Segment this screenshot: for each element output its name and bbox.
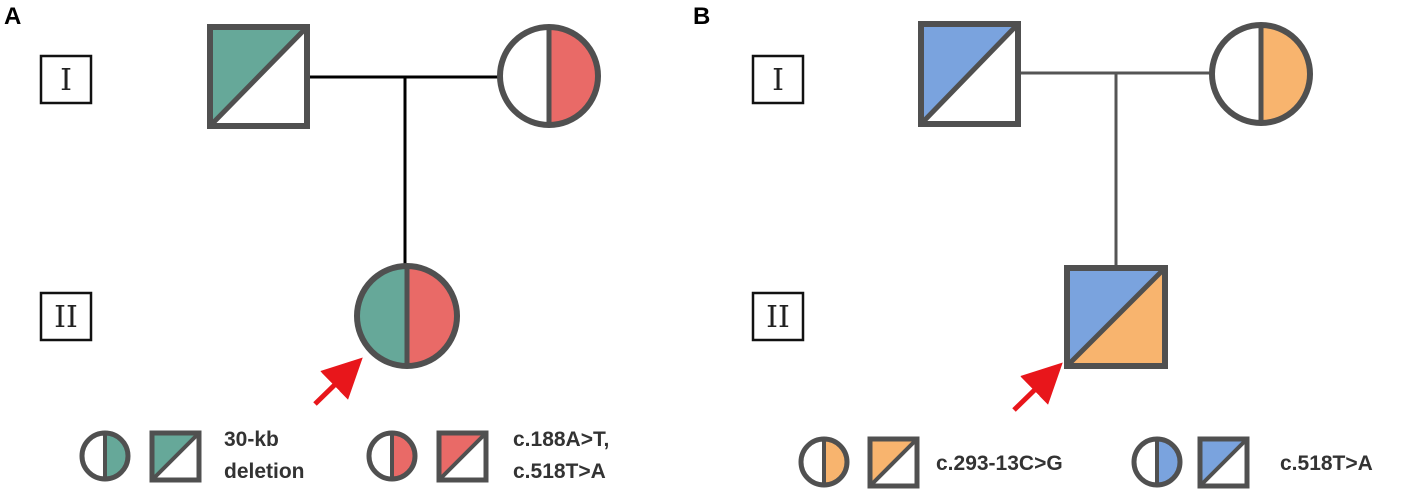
panel-a-legend-text-1b: deletion xyxy=(224,460,305,483)
panel-a-legend: 30-kb deletion c.188A>T, c.518T>A xyxy=(79,428,609,483)
panel-a-proband-arrow xyxy=(313,357,363,406)
panel-b-legend: c.293-13C>G c.518T>A xyxy=(798,436,1373,489)
panel-b-legend-circle-orange xyxy=(798,436,850,488)
panel-a-legend-square-teal xyxy=(149,430,202,483)
panel-a-legend-square-red xyxy=(436,430,489,483)
panel-a-father-symbol xyxy=(207,24,310,129)
panel-b-legend-circle-blue xyxy=(1131,436,1183,488)
panel-a-legend-text-2a: c.188A>T, xyxy=(513,428,609,451)
panel-b-proband-symbol xyxy=(1064,265,1168,369)
panel-b-gen-I-box: I xyxy=(751,54,805,105)
panel-a-mother-symbol xyxy=(497,24,601,128)
panel-b-legend-square-orange xyxy=(867,436,920,489)
panel-a: A I II xyxy=(4,3,609,483)
panel-b-mother-symbol xyxy=(1209,22,1313,126)
panel-b-legend-text-1: c.293-13C>G xyxy=(936,452,1063,475)
panel-a-legend-circle-teal xyxy=(79,430,131,482)
panel-a-gen-II-label: II xyxy=(54,300,78,335)
panel-b-legend-square-blue xyxy=(1197,436,1250,489)
panel-a-legend-text-1a: 30-kb xyxy=(224,428,279,451)
panel-a-legend-circle-red xyxy=(366,430,418,482)
panel-b-gen-II-box: II xyxy=(751,291,805,342)
panel-b-father-symbol xyxy=(918,21,1021,127)
panel-a-label: A xyxy=(4,3,21,30)
panel-a-gen-I-box: I xyxy=(39,54,93,105)
panel-b-gen-II-label: II xyxy=(766,300,790,335)
panel-b: B I II xyxy=(693,3,1373,489)
panel-b-label: B xyxy=(693,3,710,30)
panel-a-gen-I-label: I xyxy=(60,63,72,98)
panel-a-proband-symbol xyxy=(354,263,460,369)
panel-a-legend-text-2b: c.518T>A xyxy=(513,460,606,483)
panel-a-gen-II-box: II xyxy=(39,291,93,342)
panel-b-legend-text-2: c.518T>A xyxy=(1280,452,1373,475)
panel-b-proband-arrow xyxy=(1012,362,1063,412)
panel-b-gen-I-label: I xyxy=(772,63,784,98)
